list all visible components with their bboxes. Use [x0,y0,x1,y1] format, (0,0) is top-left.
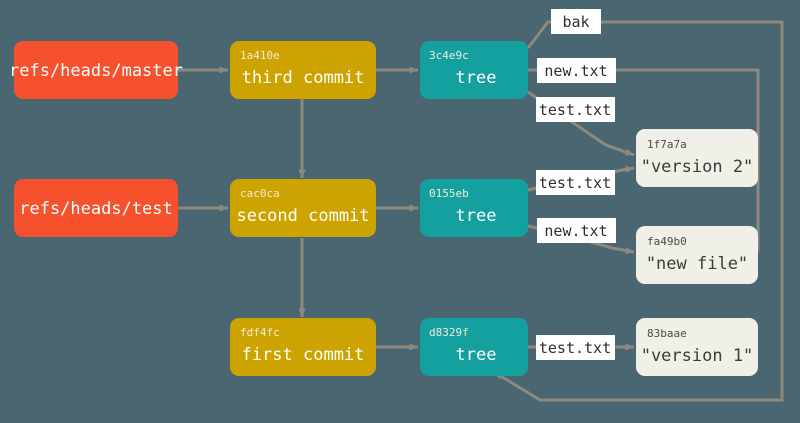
node-commit-third-title: third commit [242,68,365,88]
node-blob-new-file-hash: fa49b0 [647,235,687,248]
node-tree-third-title: tree [456,68,497,88]
edge-label-test-txt-first-text: test.txt [539,339,611,357]
node-blob-version-2-title: "version 2" [641,157,754,177]
edge-label-new-txt-third-text: new.txt [544,62,607,80]
node-ref-master[interactable]: refs/heads/master [9,41,183,99]
edge-label-new-txt-third-box [537,58,616,83]
edge-label-new-txt-second-box [537,218,616,243]
node-tree-third[interactable]: 3c4e9c tree [420,41,528,99]
node-tree-second-box [420,179,528,237]
edge-label-test-txt-second: test.txt [536,170,615,195]
node-blob-version-2[interactable]: 1f7a7a "version 2" [636,129,758,187]
node-ref-master-title: refs/heads/master [9,61,183,81]
node-blob-version-2-box [636,129,758,187]
node-commit-first[interactable]: fdf4fc first commit [230,318,376,376]
node-commit-third[interactable]: 1a410e third commit [230,41,376,99]
edge-label-bak-text: bak [562,13,589,31]
edge-label-new-txt-second: new.txt [537,218,616,243]
node-blob-new-file[interactable]: fa49b0 "new file" [636,226,758,284]
node-ref-test-title: refs/heads/test [19,199,173,219]
node-ref-test-box [14,179,178,237]
edge-label-test-txt-second-text: test.txt [539,174,611,192]
node-commit-first-title: first commit [242,345,365,365]
node-commit-second-box [230,179,376,237]
node-blob-new-file-box [636,226,758,284]
edge-label-bak-box [551,9,601,34]
edge-bak-to-first-tree [493,20,784,402]
edge-label-test-txt-third: test.txt [536,97,615,122]
edge-label-test-txt-first: test.txt [536,335,615,360]
edge-label-test-txt-third-text: test.txt [539,101,611,119]
node-tree-second[interactable]: 0155eb tree [420,179,528,237]
node-commit-third-hash: 1a410e [240,49,280,62]
node-ref-master-box [14,41,178,99]
node-tree-first[interactable]: d8329f tree [420,318,528,376]
node-tree-second-hash: 0155eb [429,187,469,200]
node-blob-version-1[interactable]: 83baae "version 1" [636,318,758,376]
node-commit-first-hash: fdf4fc [240,326,280,339]
node-commit-second-hash: cac0ca [240,187,280,200]
edge-label-bak: bak [551,9,601,34]
node-blob-version-1-title: "version 1" [641,346,754,366]
node-tree-first-title: tree [456,345,497,365]
node-tree-first-hash: d8329f [429,326,469,339]
edge-label-test-txt-first-box [536,335,615,360]
node-blob-version-1-box [636,318,758,376]
node-tree-third-box [420,41,528,99]
node-tree-second-title: tree [456,206,497,226]
node-commit-first-box [230,318,376,376]
edge-label-new-txt-third: new.txt [537,58,616,83]
node-tree-third-hash: 3c4e9c [429,49,469,62]
edge-label-test-txt-third-box [536,97,615,122]
node-blob-new-file-title: "new file" [646,254,748,274]
node-commit-second-title: second commit [236,206,369,226]
edge-label-test-txt-second-box [536,170,615,195]
node-ref-test[interactable]: refs/heads/test [14,179,178,237]
node-commit-third-box [230,41,376,99]
node-tree-first-box [420,318,528,376]
node-blob-version-1-hash: 83baae [647,327,687,340]
node-commit-second[interactable]: cac0ca second commit [230,179,376,237]
node-blob-version-2-hash: 1f7a7a [647,138,687,151]
edge-label-new-txt-second-text: new.txt [544,222,607,240]
